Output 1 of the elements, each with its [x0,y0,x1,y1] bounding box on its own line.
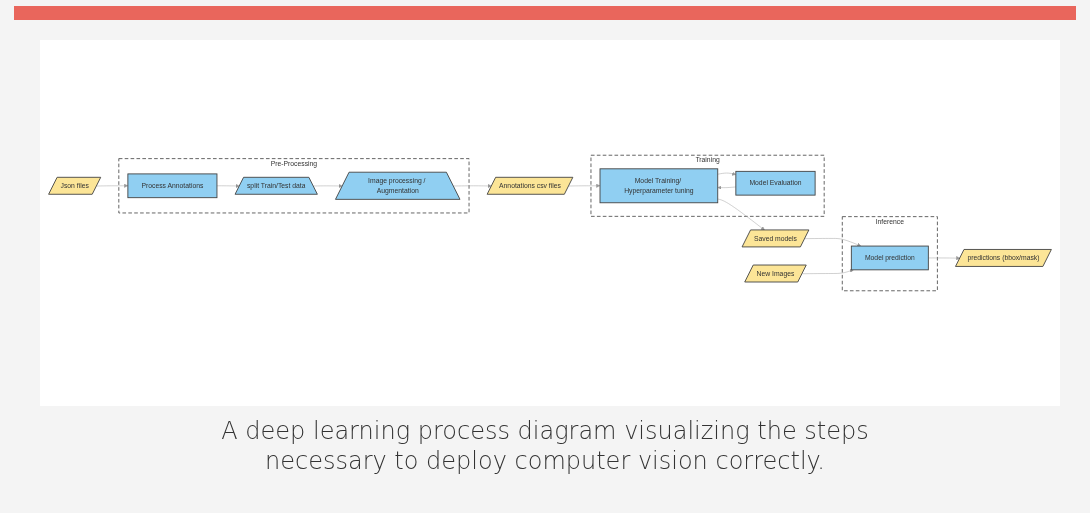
caption: A deep learning process diagram visualizing the steps necessary to deploy computer vision correctly. [220,416,870,476]
